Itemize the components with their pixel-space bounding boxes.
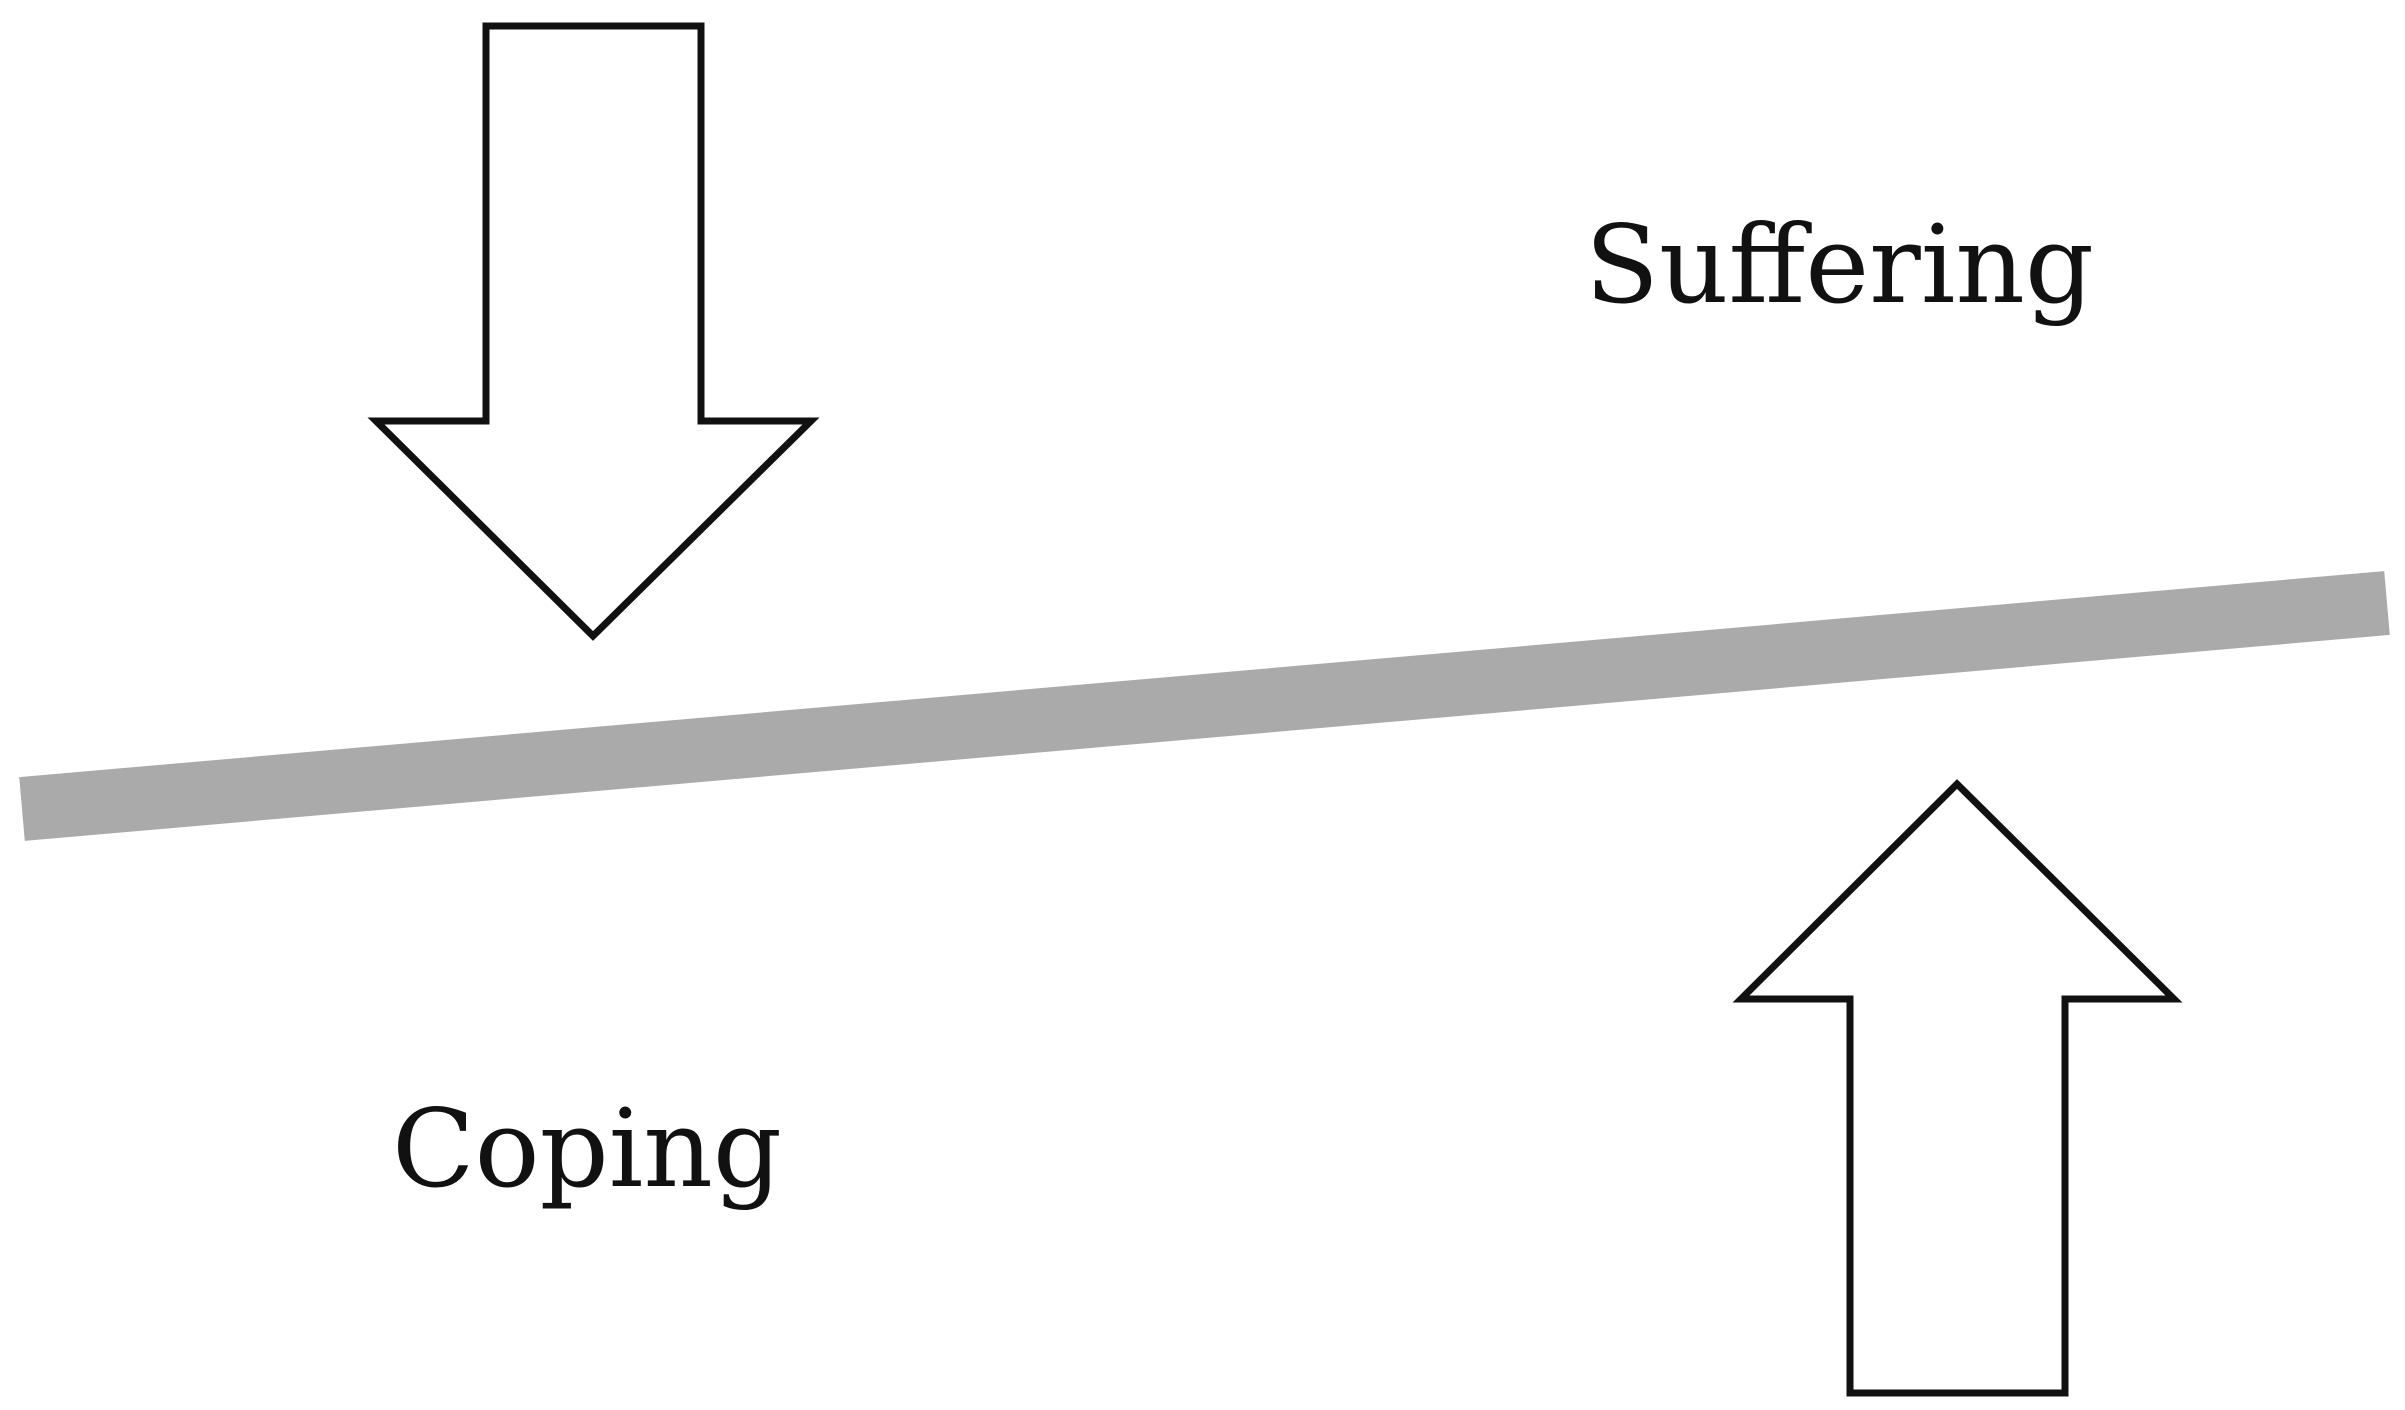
balance-beam bbox=[19, 571, 2390, 841]
suffering-label: Suffering bbox=[1585, 203, 2094, 328]
down-arrow-icon bbox=[367, 22, 820, 641]
up-arrow-icon bbox=[1732, 779, 2183, 1397]
coping-label: Coping bbox=[392, 1087, 782, 1212]
